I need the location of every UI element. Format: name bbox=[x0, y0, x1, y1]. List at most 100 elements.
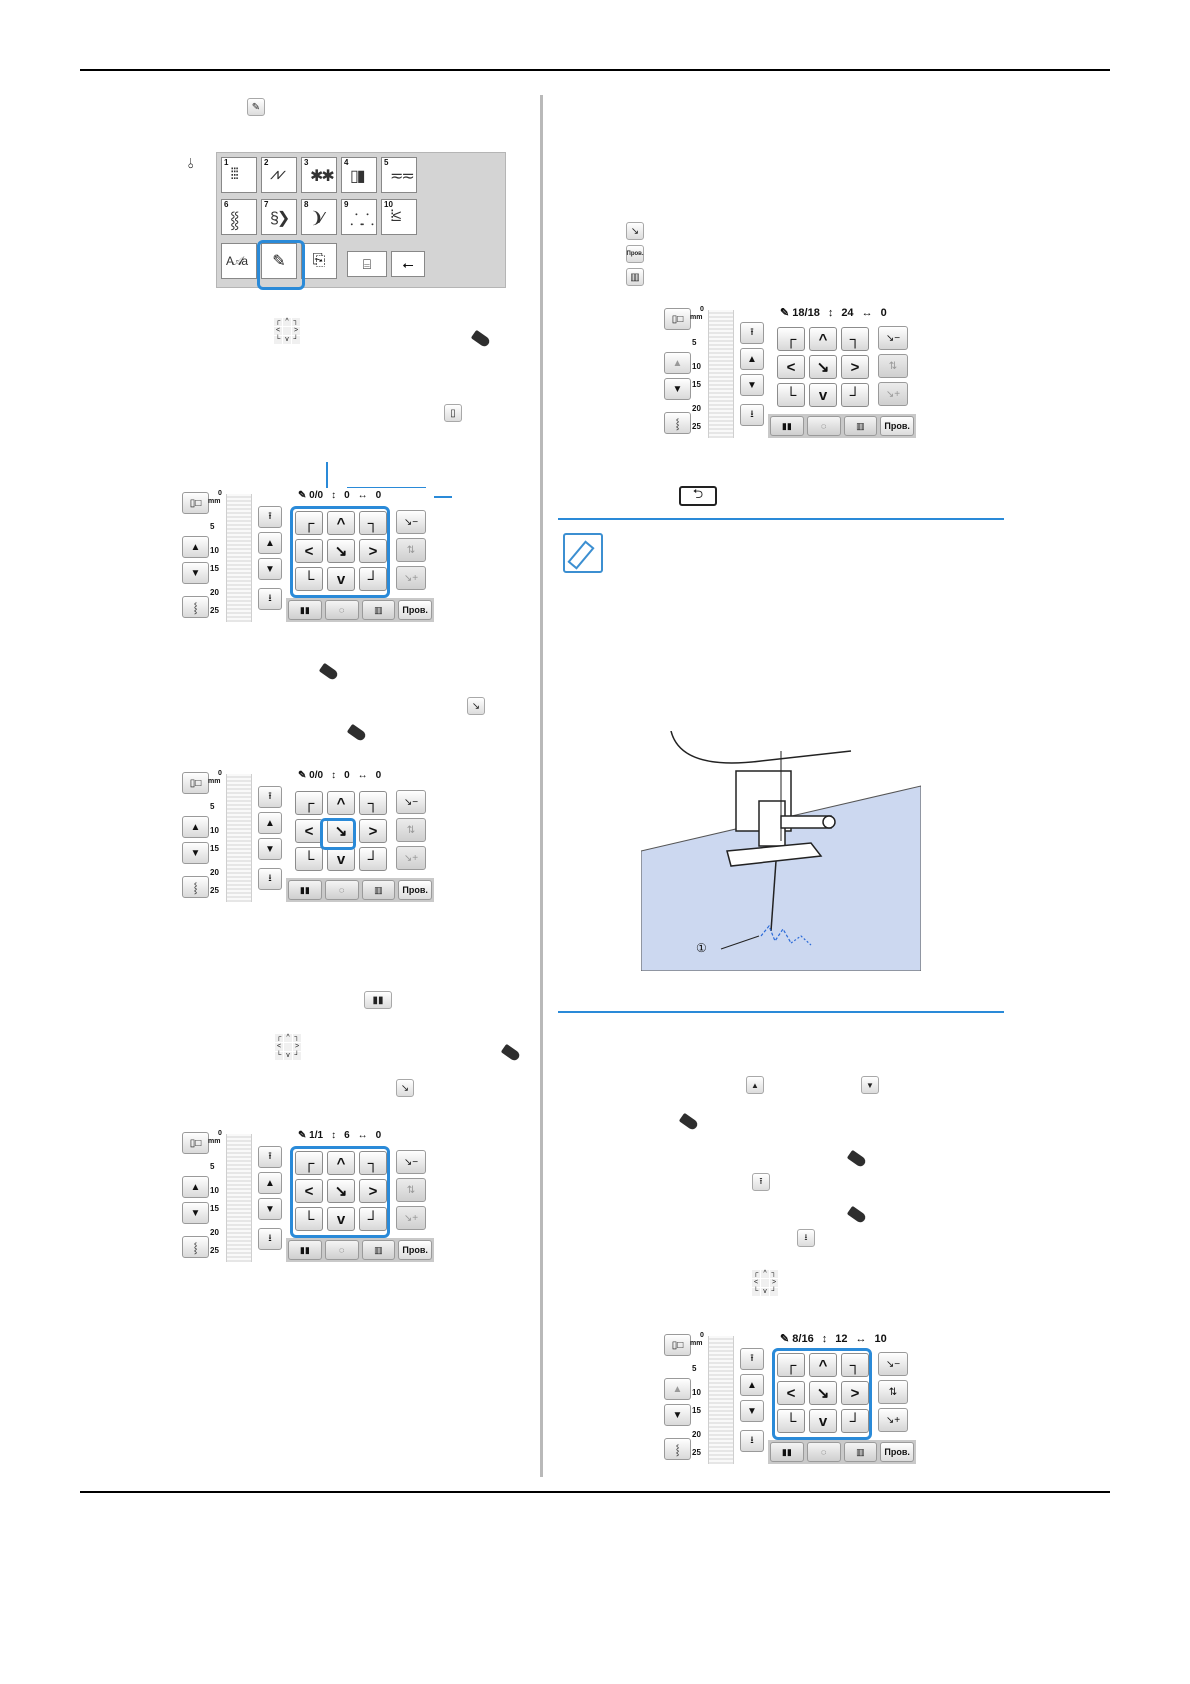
key-set-point[interactable]: ↘ bbox=[327, 539, 355, 563]
stitch-preview-button[interactable]: ⸾ bbox=[664, 412, 691, 434]
delete-point-button[interactable]: ↘− bbox=[878, 1352, 908, 1376]
zoom-down-button[interactable]: ▼ bbox=[182, 842, 209, 864]
zoom-down-button[interactable]: ▼ bbox=[664, 378, 691, 400]
key-down[interactable]: v bbox=[809, 383, 837, 407]
move-block-button[interactable]: ⇅ bbox=[878, 354, 908, 378]
triple-stitch-button[interactable]: ▮▮ bbox=[770, 416, 804, 436]
grid-toggle-button[interactable]: ▯□ bbox=[182, 492, 209, 514]
insert-point-button[interactable]: ↘+ bbox=[396, 846, 426, 870]
mirror-button[interactable]: ▥ bbox=[843, 416, 878, 436]
move-block-button[interactable]: ⇅ bbox=[396, 1178, 426, 1202]
delete-point-button[interactable]: ↘− bbox=[396, 790, 426, 814]
stitch-preview-button[interactable]: ⸾ bbox=[182, 876, 209, 898]
key-right[interactable]: > bbox=[359, 1179, 387, 1203]
memory-button[interactable]: ◌ bbox=[806, 1442, 841, 1462]
key-up-left[interactable]: ┌ bbox=[295, 791, 323, 815]
scroll-down-button[interactable]: ▼ bbox=[740, 1400, 764, 1422]
stitch-key-4[interactable]: 4▯▮ bbox=[341, 157, 377, 193]
key-left[interactable]: < bbox=[295, 1179, 323, 1203]
stitch-key-10[interactable]: 10⁞≤ bbox=[381, 199, 417, 235]
key-down-right[interactable]: ┘ bbox=[841, 1409, 869, 1433]
key-up[interactable]: ^ bbox=[809, 1353, 837, 1377]
zoom-down-button[interactable]: ▼ bbox=[182, 562, 209, 584]
key-up-left[interactable]: ┌ bbox=[777, 327, 805, 351]
scroll-down-button[interactable]: ▼ bbox=[740, 374, 764, 396]
grid-toggle-button[interactable]: ▯□ bbox=[182, 1132, 209, 1154]
key-right[interactable]: > bbox=[841, 1381, 869, 1405]
key-set-point[interactable]: ↘ bbox=[809, 1381, 837, 1405]
stitch-key-6[interactable]: 6⸾⸾ bbox=[221, 199, 257, 235]
scroll-top-button[interactable]: ⭱ bbox=[740, 1348, 764, 1370]
scroll-bottom-button[interactable]: ⭳ bbox=[258, 588, 282, 610]
embroidery-key[interactable]: ⌸ bbox=[347, 251, 387, 277]
key-up-right[interactable]: ┐ bbox=[359, 791, 387, 815]
zoom-down-button[interactable]: ▼ bbox=[182, 1202, 209, 1224]
zoom-up-button[interactable]: ▲ bbox=[182, 536, 209, 558]
scroll-top-button[interactable]: ⭱ bbox=[258, 786, 282, 808]
delete-point-button[interactable]: ↘− bbox=[396, 1150, 426, 1174]
stitch-key-8[interactable]: 8❩⁄ bbox=[301, 199, 337, 235]
key-up[interactable]: ^ bbox=[327, 1151, 355, 1175]
stitch-preview-button[interactable]: ⸾ bbox=[182, 596, 209, 618]
delete-point-button[interactable]: ↘− bbox=[396, 510, 426, 534]
scroll-bottom-button[interactable]: ⭳ bbox=[740, 404, 764, 426]
zoom-down-button[interactable]: ▼ bbox=[664, 1404, 691, 1426]
key-left[interactable]: < bbox=[295, 819, 323, 843]
zoom-up-button[interactable]: ▲ bbox=[182, 816, 209, 838]
delete-point-button[interactable]: ↘− bbox=[878, 326, 908, 350]
grid-toggle-button[interactable]: ▯□ bbox=[182, 772, 209, 794]
key-down-left[interactable]: └ bbox=[777, 383, 805, 407]
stitch-key-3[interactable]: 3✱✱ bbox=[301, 157, 337, 193]
scroll-top-button[interactable]: ⭱ bbox=[740, 322, 764, 344]
key-down[interactable]: v bbox=[327, 1207, 355, 1231]
zoom-up-button[interactable]: ▲ bbox=[664, 352, 691, 374]
grid-toggle-button[interactable]: ▯□ bbox=[664, 1334, 691, 1356]
key-up-right[interactable]: ┐ bbox=[359, 1151, 387, 1175]
insert-point-button[interactable]: ↘+ bbox=[878, 1408, 908, 1432]
key-up[interactable]: ^ bbox=[327, 791, 355, 815]
key-up-right[interactable]: ┐ bbox=[359, 511, 387, 535]
test-button[interactable]: Пров. bbox=[398, 1240, 432, 1260]
key-down-right[interactable]: ┘ bbox=[359, 1207, 387, 1231]
scroll-up-button[interactable]: ▲ bbox=[258, 1172, 282, 1194]
mirror-button[interactable]: ▥ bbox=[361, 880, 396, 900]
triple-stitch-button[interactable]: ▮▮ bbox=[770, 1442, 804, 1462]
key-set-point[interactable]: ↘ bbox=[809, 355, 837, 379]
key-up-left[interactable]: ┌ bbox=[295, 511, 323, 535]
key-right[interactable]: > bbox=[359, 539, 387, 563]
key-down[interactable]: v bbox=[327, 847, 355, 871]
key-set-point[interactable]: ↘ bbox=[327, 1179, 355, 1203]
key-up[interactable]: ^ bbox=[809, 327, 837, 351]
scroll-top-button[interactable]: ⭱ bbox=[258, 1146, 282, 1168]
usb-key[interactable]: ⭠ bbox=[391, 251, 425, 277]
scroll-down-button[interactable]: ▼ bbox=[258, 558, 282, 580]
scroll-up-button[interactable]: ▲ bbox=[740, 348, 764, 370]
key-down-left[interactable]: └ bbox=[777, 1409, 805, 1433]
insert-point-button[interactable]: ↘+ bbox=[878, 382, 908, 406]
custom-stitch-key[interactable]: ✎ bbox=[261, 243, 297, 279]
key-down[interactable]: v bbox=[327, 567, 355, 591]
scroll-up-button[interactable]: ▲ bbox=[258, 812, 282, 834]
retrieve-stitch-key[interactable]: ⎘ bbox=[301, 243, 337, 279]
key-right[interactable]: > bbox=[359, 819, 387, 843]
stitch-key-1[interactable]: 1⁞⁞⁞ bbox=[221, 157, 257, 193]
move-block-button[interactable]: ⇅ bbox=[878, 1380, 908, 1404]
stitch-preview-button[interactable]: ⸾ bbox=[182, 1236, 209, 1258]
insert-point-button[interactable]: ↘+ bbox=[396, 566, 426, 590]
memory-button[interactable]: ◌ bbox=[324, 880, 359, 900]
scroll-up-button[interactable]: ▲ bbox=[740, 1374, 764, 1396]
grid-toggle-button[interactable]: ▯□ bbox=[664, 308, 691, 330]
key-set-point[interactable]: ↘ bbox=[327, 819, 355, 843]
key-up-left[interactable]: ┌ bbox=[295, 1151, 323, 1175]
mirror-button[interactable]: ▥ bbox=[361, 600, 396, 620]
test-button[interactable]: Пров. bbox=[880, 416, 914, 436]
key-right[interactable]: > bbox=[841, 355, 869, 379]
key-down-right[interactable]: ┘ bbox=[359, 847, 387, 871]
key-left[interactable]: < bbox=[295, 539, 323, 563]
triple-stitch-button[interactable]: ▮▮ bbox=[288, 880, 322, 900]
memory-button[interactable]: ◌ bbox=[806, 416, 841, 436]
scroll-bottom-button[interactable]: ⭳ bbox=[258, 868, 282, 890]
memory-button[interactable]: ◌ bbox=[324, 600, 359, 620]
key-down-right[interactable]: ┘ bbox=[359, 567, 387, 591]
scroll-up-button[interactable]: ▲ bbox=[258, 532, 282, 554]
